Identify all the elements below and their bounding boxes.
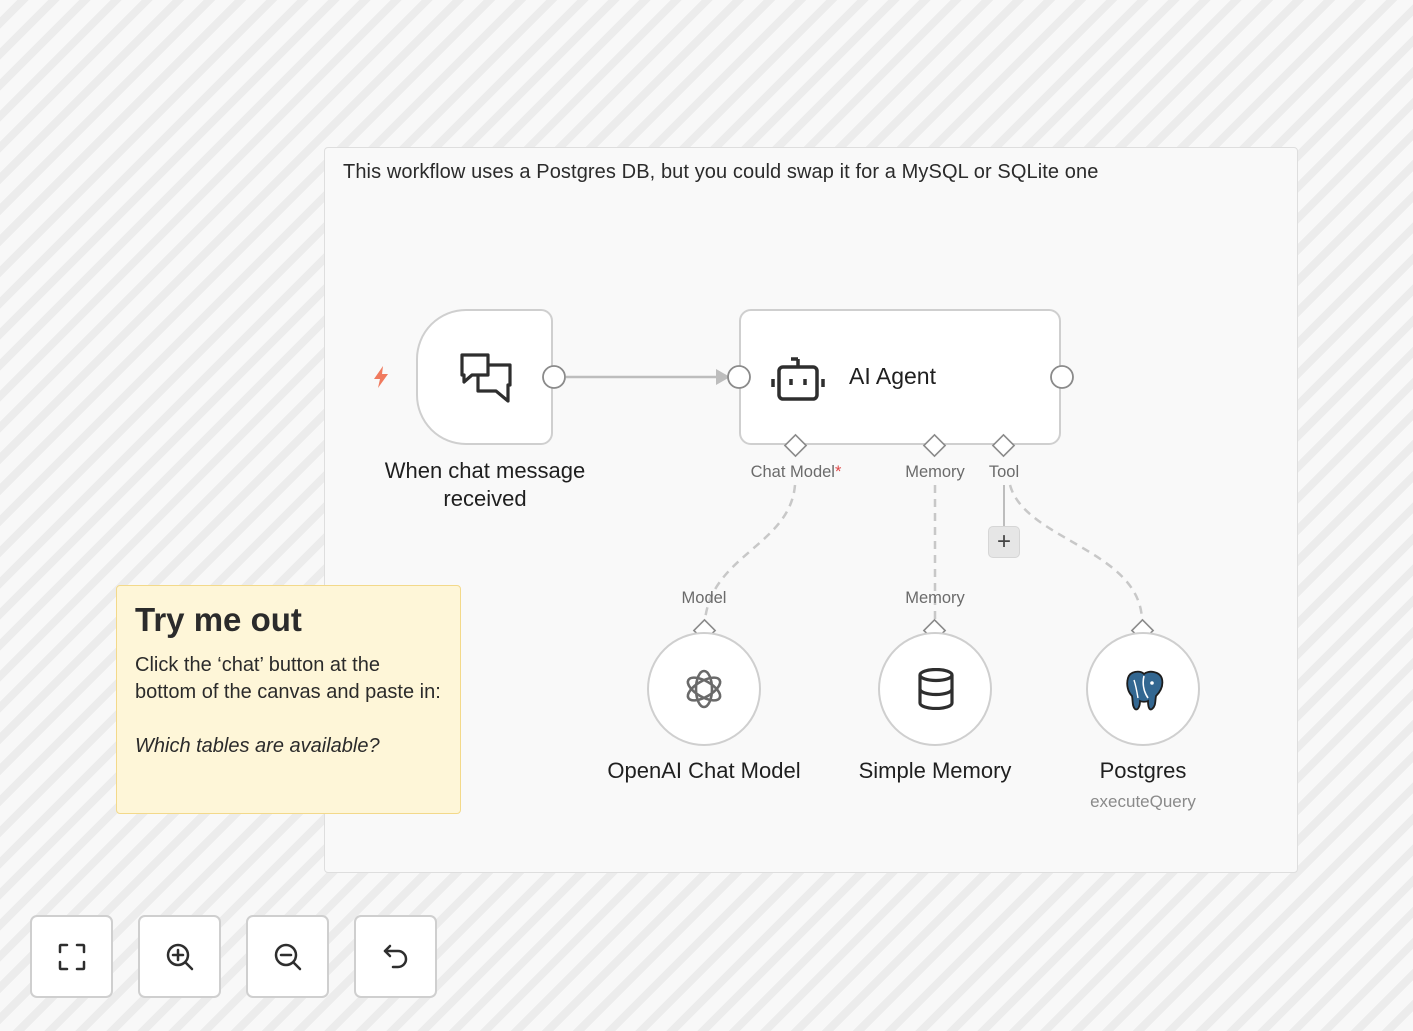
postgres-label: Postgres	[1099, 758, 1187, 783]
agent-input-handle[interactable]	[727, 365, 751, 389]
chat-trigger-label: When chat message received	[360, 457, 610, 513]
elephant-icon	[1126, 670, 1164, 711]
zoom-out-icon	[274, 943, 301, 970]
openai-model-port-label: Model	[681, 589, 727, 607]
reset-zoom-button[interactable]	[354, 915, 437, 998]
zoom-in-button[interactable]	[138, 915, 221, 998]
chat-trigger-node[interactable]	[416, 309, 553, 445]
chat-trigger-label-line1: When chat message	[384, 458, 586, 483]
postgres-operation-label: executeQuery	[1090, 792, 1196, 811]
trigger-output-handle[interactable]	[542, 365, 566, 389]
ai-agent-node[interactable]: AI Agent	[739, 309, 1061, 445]
memory-node-port-label: Memory	[905, 589, 965, 607]
simple-memory-label: Simple Memory	[858, 758, 1012, 783]
postgres-node[interactable]	[1086, 632, 1200, 746]
ai-agent-title: AI Agent	[849, 363, 936, 389]
memory-handle[interactable]	[922, 433, 947, 458]
zoom-out-button[interactable]	[246, 915, 329, 998]
add-tool-button[interactable]: +	[988, 526, 1020, 558]
try-me-out-example: Which tables are available?	[135, 735, 380, 757]
fit-view-button[interactable]	[30, 915, 113, 998]
openai-chat-model-node[interactable]	[647, 632, 761, 746]
openai-icon	[686, 669, 722, 709]
memory-port-label: Memory	[905, 463, 965, 481]
tool-port-label: Tool	[988, 463, 1020, 481]
simple-memory-node[interactable]	[878, 632, 992, 746]
chat-model-port-text: Chat Model	[750, 463, 835, 481]
chat-model-handle[interactable]	[783, 433, 808, 458]
agent-output-handle[interactable]	[1050, 365, 1074, 389]
lightning-bolt-icon	[374, 366, 388, 388]
reset-zoom-icon	[383, 944, 407, 968]
sticky-note-text: This workflow uses a Postgres DB, but yo…	[343, 161, 1099, 183]
try-me-out-title: Try me out	[135, 601, 302, 638]
chat-bubbles-icon	[460, 353, 512, 403]
tool-handle[interactable]	[991, 433, 1016, 458]
robot-icon	[771, 357, 825, 401]
fit-view-icon	[58, 943, 85, 970]
database-icon	[918, 668, 954, 710]
chat-model-port-label: Chat Model*	[751, 463, 842, 482]
required-star: *	[834, 463, 842, 481]
chat-trigger-label-line2: received	[443, 486, 527, 511]
try-me-out-body: Click the ‘chat’ button at the bottom of…	[135, 654, 441, 703]
try-me-out-sticky[interactable]: Try me out Click the ‘chat’ button at th…	[116, 585, 461, 814]
zoom-in-icon	[166, 943, 193, 970]
openai-chat-model-label: OpenAI Chat Model	[607, 758, 801, 783]
